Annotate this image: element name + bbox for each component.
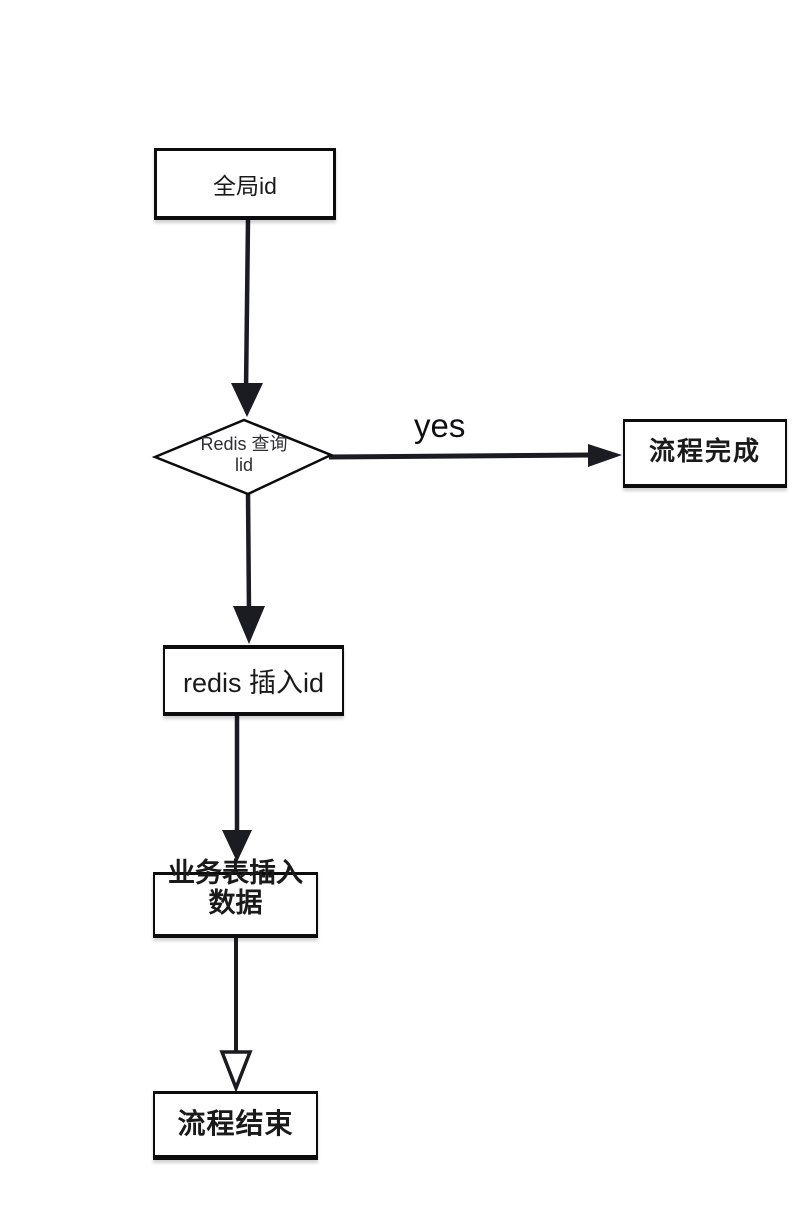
edge-label-yes: yes	[414, 407, 466, 444]
arrow-global-to-decision	[231, 219, 263, 417]
node-redis-insert-label: redis 插入id	[182, 668, 325, 698]
node-business-table-label: 业务表插入 数据	[153, 858, 318, 918]
arrow-business-table-to-end	[219, 938, 253, 1093]
decision-diamond-shape	[151, 418, 335, 496]
decision-label-line2: lid	[234, 455, 253, 475]
node-business-table-insert	[153, 872, 318, 938]
arrow-decision-yes-to-complete	[328, 444, 622, 467]
business-label-line1: 业务表插入	[168, 858, 303, 888]
node-global-id-label: 全局id	[213, 172, 277, 199]
business-label-line2: 数据	[208, 888, 263, 918]
arrow-decision-to-redis-insert	[233, 492, 265, 644]
node-process-complete: 流程完成	[623, 419, 787, 488]
node-redis-insert: redis 插入id	[163, 645, 344, 716]
node-process-end: 流程结束	[153, 1091, 318, 1160]
node-process-complete-label: 流程完成	[648, 436, 761, 466]
arrow-redis-insert-to-business-table	[222, 716, 252, 862]
node-process-end-label: 流程结束	[177, 1108, 294, 1139]
decision-redis-query-label: Redis 查询 lid	[153, 434, 335, 476]
node-global-id: 全局id	[154, 148, 336, 220]
decision-label-line1: Redis 查询	[200, 434, 288, 454]
